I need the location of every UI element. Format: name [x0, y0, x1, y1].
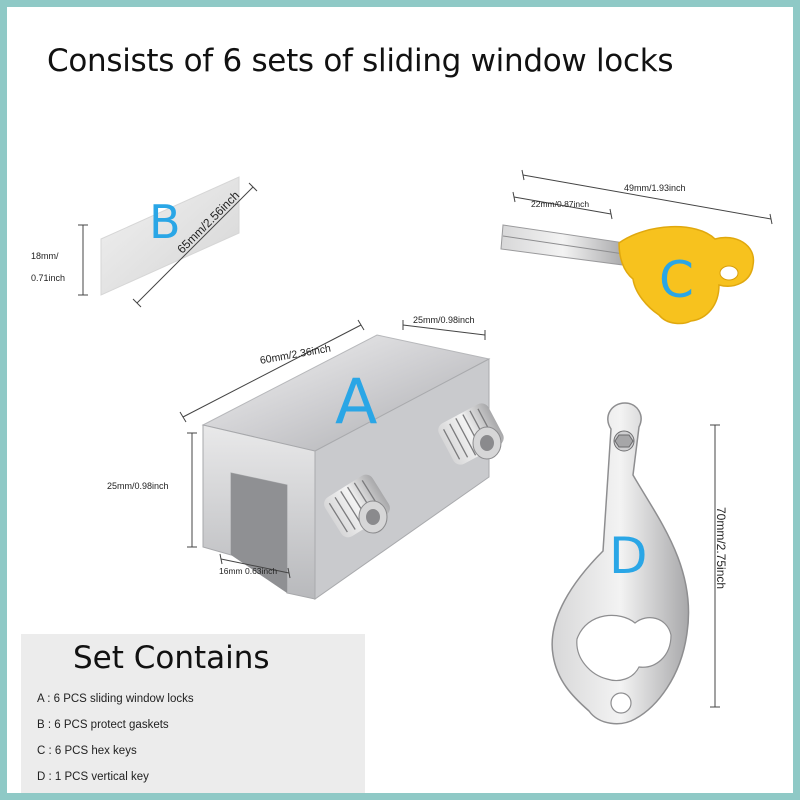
product-illustration — [78, 169, 773, 725]
page-title: Consists of 6 sets of sliding window loc… — [47, 43, 674, 79]
gasket-part-b — [100, 176, 240, 296]
hex-key-shaft-length-label: 22mm/0.87inch — [531, 199, 590, 209]
contents-item-a: A : 6 PCS sliding window locks — [37, 693, 194, 705]
lock-opening-label: 16mm 0.63inch — [219, 566, 278, 576]
part-letter-c: C — [659, 251, 694, 309]
sliding-lock-part-a — [201, 334, 504, 600]
contents-item-c: C : 6 PCS hex keys — [37, 745, 137, 757]
hex-key-part-c — [500, 224, 755, 325]
set-contains-heading: Set Contains — [73, 640, 270, 676]
set-contains-panel: Set Contains A : 6 PCS sliding window lo… — [21, 634, 365, 793]
part-letter-b: B — [149, 195, 181, 249]
hex-key-dimension-lines — [512, 169, 773, 225]
lock-width-label: 25mm/0.98inch — [413, 315, 475, 325]
lock-dimension-lines — [179, 319, 486, 579]
part-letter-d: D — [609, 527, 648, 585]
part-letter-a: A — [335, 365, 378, 438]
vertical-key-part-d — [551, 402, 690, 725]
lock-height-label: 25mm/0.98inch — [107, 481, 169, 491]
vertical-key-dimension-line — [710, 424, 720, 708]
screw-left — [324, 474, 390, 538]
contents-item-b: B : 6 PCS protect gaskets — [37, 719, 169, 731]
contents-item-d: D : 1 PCS vertical key — [37, 771, 149, 783]
screw-right — [438, 403, 504, 465]
gasket-height-label: 18mm/ 0.71inch — [31, 251, 66, 283]
gasket-dimension-lines — [78, 182, 258, 308]
vertical-key-length-label: 70mm/2.75inch — [714, 507, 728, 590]
hex-key-total-length-label: 49mm/1.93inch — [624, 183, 686, 193]
